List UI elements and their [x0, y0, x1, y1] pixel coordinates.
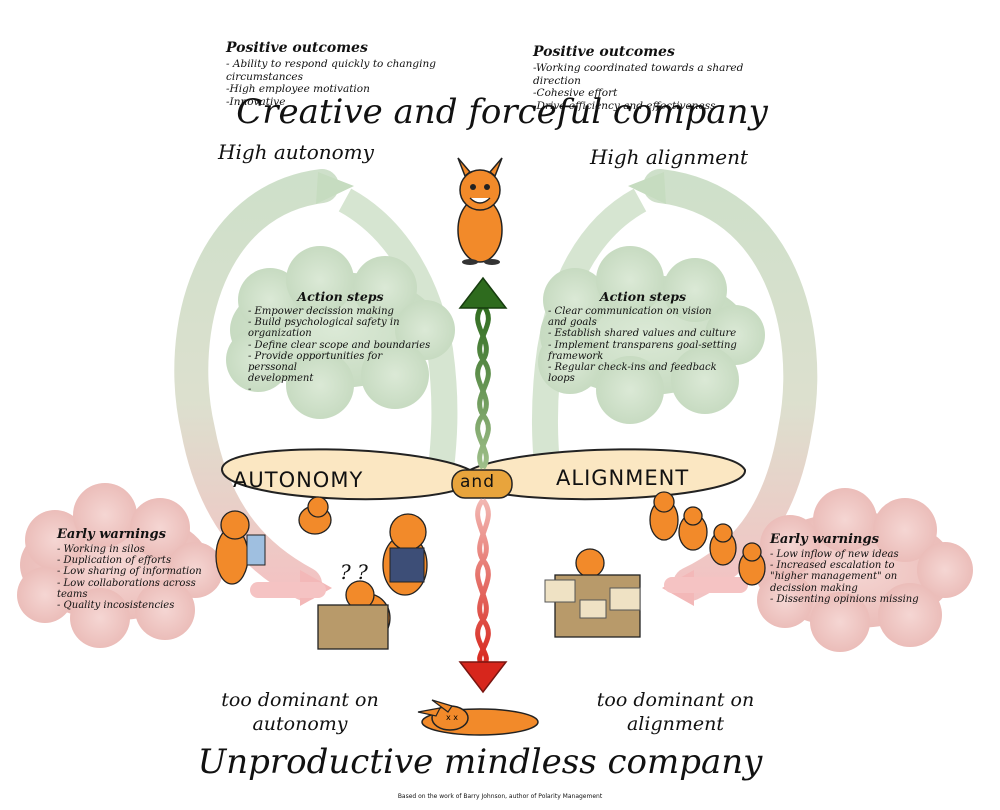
- action-steps-left: Action steps - Empower decission making …: [248, 289, 433, 396]
- list-item: - Quality incosistencies: [57, 600, 175, 612]
- list-item: loops: [548, 373, 575, 385]
- action-steps-right: Action steps - Clear communication on vi…: [548, 289, 738, 384]
- creature-group-right: [575, 491, 766, 586]
- list-item: - Low collaborations across: [57, 577, 196, 589]
- list-item: - Provide opportunities for perssonal: [248, 350, 383, 374]
- list-item: -Cohesive effort: [533, 87, 618, 99]
- list-item: - Clear communication on vision: [548, 306, 712, 317]
- list-item: - Define clear scope and boundaries: [248, 339, 431, 351]
- list-item: framework: [548, 350, 604, 362]
- list-item: - Empower decission making: [248, 306, 394, 317]
- action-cloud-right: [538, 246, 765, 424]
- right-loop-arrowhead-top: [628, 172, 666, 204]
- list-item: -High employee motivation: [226, 83, 370, 95]
- desk-left: [317, 604, 389, 650]
- action-steps-list: - Clear communication on vision and goal…: [548, 306, 738, 384]
- list-item: -Drive efficiency and effectiveness: [533, 99, 716, 112]
- creature-lying-icon: x x: [417, 699, 539, 736]
- list-item: - Dissenting opinions missing: [770, 593, 919, 605]
- autonomy-label: AUTONOMY: [233, 468, 364, 492]
- credit-line: Based on the work of Barry Johnson, auth…: [397, 793, 603, 800]
- list-item: development: [248, 373, 314, 385]
- list-item: -Innovative: [226, 95, 286, 108]
- list-item: organization: [248, 328, 312, 340]
- shirt-blue: [246, 534, 266, 566]
- outcome-list: - Ability to respond quickly to changing…: [226, 58, 516, 108]
- list-item: - Implement transparens goal-setting: [548, 339, 737, 351]
- outcome-title: Positive outcomes: [226, 40, 368, 56]
- right-loop-arrow: [643, 169, 818, 601]
- and-badge: [451, 469, 513, 499]
- early-warnings-title: Early warnings: [770, 532, 879, 547]
- list-item: teams: [57, 588, 88, 600]
- list-item: -Working coordinated towards a shared di…: [533, 62, 744, 87]
- creature-happy-icon: [457, 157, 503, 265]
- arrow-down-icon: [458, 661, 508, 694]
- bottom-headline: Unproductive mindless company: [197, 742, 763, 782]
- action-cloud-left: [226, 246, 455, 419]
- list-item: - Working in silos: [57, 544, 145, 555]
- early-warnings-right: Early warnings - Low inflow of new ideas…: [770, 532, 940, 605]
- jacket: [389, 547, 425, 583]
- action-steps-title: Action steps: [599, 289, 687, 304]
- positive-outcomes-right: Positive outcomes -Working coordinated t…: [533, 44, 793, 112]
- early-warnings-list: - Low inflow of new ideas - Increased es…: [770, 549, 940, 605]
- high-autonomy-label: High autonomy: [218, 140, 374, 164]
- list-item: decission making: [770, 582, 858, 594]
- helix-down: [475, 498, 491, 667]
- left-loop-arrowhead-top: [316, 172, 354, 204]
- alignment-label: ALIGNMENT: [556, 466, 690, 490]
- too-dominant-alignment-label: too dominant on alignment: [596, 689, 755, 735]
- top-headline: Creative and forceful company: [236, 92, 768, 132]
- and-label: and: [460, 472, 495, 492]
- list-item: - Build psychological safety in: [248, 317, 400, 329]
- list-item: - Ability to respond quickly to changing…: [226, 58, 436, 83]
- positive-outcomes-left: Positive outcomes - Ability to respond q…: [226, 40, 516, 108]
- outcome-title: Positive outcomes: [533, 44, 675, 60]
- early-warnings-left: Early warnings - Working in silos - Dupl…: [57, 527, 217, 611]
- list-item: - Low inflow of new ideas: [770, 549, 899, 560]
- early-warnings-title: Early warnings: [57, 527, 166, 542]
- desk-papers-icon: [544, 574, 641, 638]
- list-item: -: [248, 384, 252, 396]
- list-item: - Regular check-ins and feedback: [548, 362, 717, 374]
- list-item: and goals: [548, 317, 597, 329]
- helix-up: [475, 303, 491, 470]
- list-item: - Increased escalation to: [770, 560, 895, 572]
- list-item: - Duplication of efforts: [57, 555, 172, 567]
- list-item: - Low sharing of information: [57, 566, 202, 578]
- warning-cloud-left: [17, 483, 223, 648]
- svg-text:x x: x x: [446, 713, 458, 722]
- outcome-list: -Working coordinated towards a shared di…: [533, 62, 793, 112]
- warning-cloud-right: [755, 488, 973, 652]
- early-warnings-list: - Working in silos - Duplication of effo…: [57, 544, 217, 611]
- action-steps-list: - Empower decission making - Build psych…: [248, 306, 433, 396]
- list-item: "higher management" on: [770, 571, 898, 583]
- high-alignment-label: High alignment: [590, 145, 748, 169]
- confused-question-marks: ? ?: [340, 560, 368, 584]
- arrow-up-icon: [458, 276, 508, 309]
- list-item: - Establish shared values and culture: [548, 328, 737, 340]
- too-dominant-autonomy-label: too dominant on autonomy: [221, 689, 379, 735]
- action-steps-title: Action steps: [297, 289, 384, 304]
